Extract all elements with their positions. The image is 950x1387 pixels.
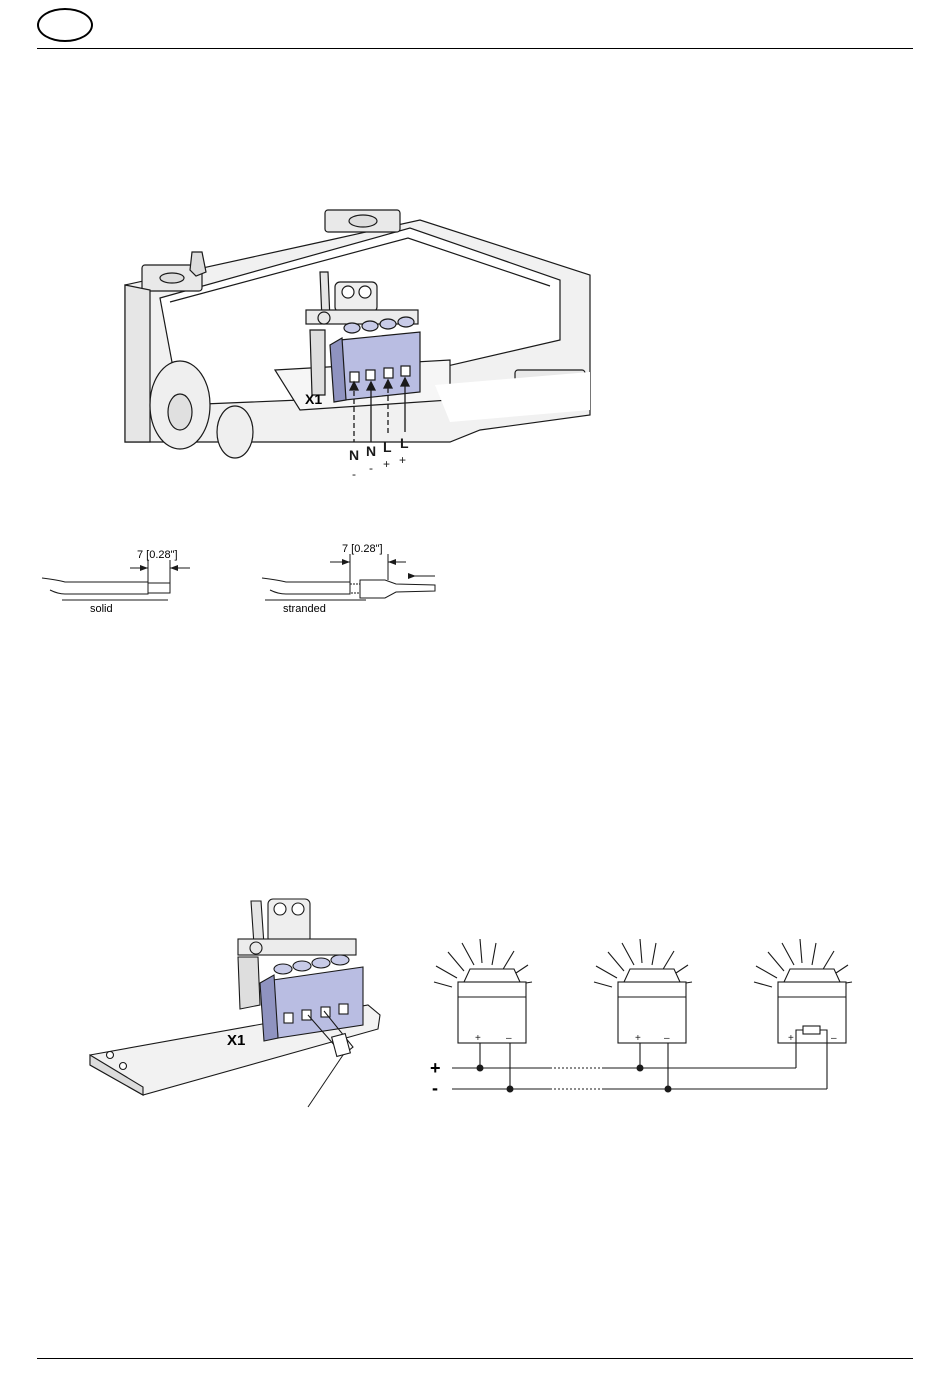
device-1 xyxy=(458,969,526,1043)
wire-letter-1: N xyxy=(349,447,359,463)
wire-strip-figure: 7 [0.28"] solid 7 [0.28"] stranded xyxy=(40,538,450,614)
stranded-caption: stranded xyxy=(283,603,326,614)
device-3-plus: + xyxy=(788,1033,794,1044)
minus-rail-label: - xyxy=(432,1078,438,1098)
wiring-schematic: + - + – + – + – xyxy=(422,935,892,1100)
stranded-dimension: 7 [0.28"] xyxy=(342,543,383,555)
device-3-minus: – xyxy=(831,1033,837,1044)
header-rule xyxy=(37,48,913,49)
device-2 xyxy=(618,969,686,1043)
device-2-plus: + xyxy=(635,1033,641,1044)
wire-letter-4: L xyxy=(400,435,409,451)
device-3 xyxy=(778,969,846,1043)
wire-letter-3: L xyxy=(383,439,392,455)
solid-dimension: 7 [0.28"] xyxy=(137,549,178,561)
solid-caption: solid xyxy=(90,603,113,614)
wire-sign-1: - xyxy=(352,467,356,481)
footer-rule xyxy=(37,1358,913,1359)
language-badge xyxy=(37,8,93,42)
plus-rail-label: + xyxy=(430,1058,441,1078)
wire-letter-2: N xyxy=(366,443,376,459)
device-2-minus: – xyxy=(664,1033,670,1044)
termination-label-x1: X1 xyxy=(227,1032,245,1049)
wire-sign-3: + xyxy=(383,457,390,471)
terminal-label-x1: X1 xyxy=(305,391,322,407)
termination-figure: X1 xyxy=(88,895,388,1110)
wire-sign-4: + xyxy=(399,453,406,467)
device-1-plus: + xyxy=(475,1033,481,1044)
wire-sign-2: - xyxy=(369,461,373,475)
enclosure-figure: X1 N N L L - - + + xyxy=(120,200,600,490)
device-1-minus: – xyxy=(506,1033,512,1044)
